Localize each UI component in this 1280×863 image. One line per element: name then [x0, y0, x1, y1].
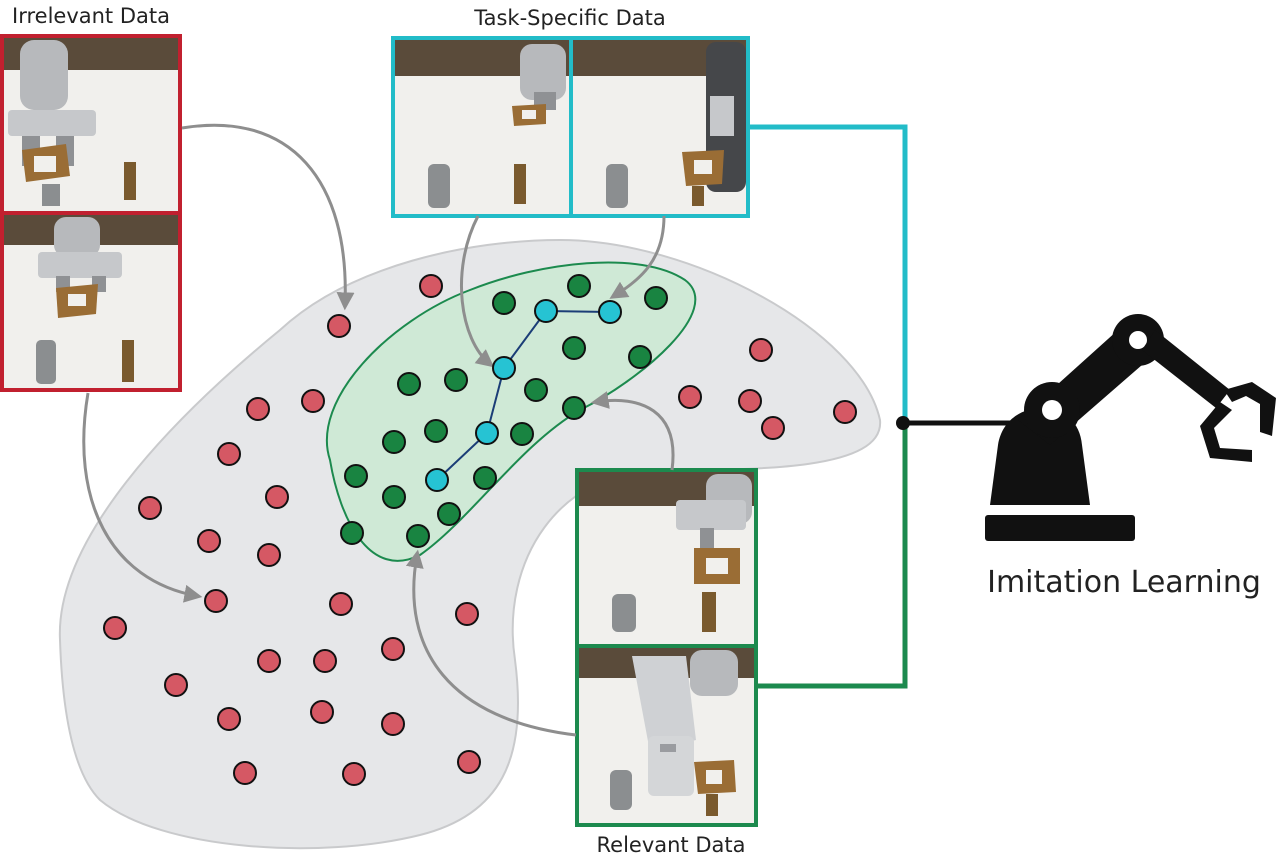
- task-specific-data-panel: [391, 36, 750, 218]
- red-point-6: [678, 385, 702, 409]
- green-point-18: [406, 524, 430, 548]
- red-point-27: [233, 761, 257, 785]
- cyan-point-4: [475, 421, 499, 445]
- imitation-learning-label: Imitation Learning: [987, 565, 1261, 600]
- green-point-6: [397, 372, 421, 396]
- relevant-data-panel: [575, 468, 758, 827]
- irrelevant-data-panel: [0, 34, 182, 392]
- task-specific-image-1: [395, 40, 569, 214]
- red-point-21: [313, 649, 337, 673]
- red-point-11: [265, 485, 289, 509]
- green-point-16: [437, 502, 461, 526]
- red-point-28: [342, 762, 366, 786]
- green-point-10: [382, 430, 406, 454]
- irrelevant-image-1: [4, 38, 178, 211]
- task-specific-points: [425, 299, 622, 492]
- red-point-1: [419, 274, 443, 298]
- red-point-10: [217, 442, 241, 466]
- cyan-point-5: [425, 468, 449, 492]
- red-point-18: [103, 616, 127, 640]
- irrelevant-points: [103, 274, 857, 786]
- cyan-point-2: [598, 300, 622, 324]
- green-point-8: [524, 378, 548, 402]
- green-point-7: [444, 368, 468, 392]
- green-point-11: [424, 419, 448, 443]
- green-point-13: [344, 464, 368, 488]
- red-point-15: [204, 589, 228, 613]
- irrelevant-data-label: Irrelevant Data: [12, 4, 170, 28]
- red-point-13: [197, 529, 221, 553]
- red-point-19: [381, 637, 405, 661]
- red-point-4: [246, 397, 270, 421]
- red-point-25: [381, 712, 405, 736]
- relevant-image-1: [579, 472, 754, 644]
- red-point-8: [833, 400, 857, 424]
- red-point-20: [257, 649, 281, 673]
- red-point-7: [738, 389, 762, 413]
- green-point-3: [644, 286, 668, 310]
- red-point-26: [457, 750, 481, 774]
- task-specific-image-2: [573, 40, 746, 214]
- red-point-22: [164, 673, 188, 697]
- red-point-17: [455, 602, 479, 626]
- red-point-9: [761, 416, 785, 440]
- flow-arrows: [82, 123, 675, 737]
- green-point-12: [510, 422, 534, 446]
- green-point-2: [492, 291, 516, 315]
- green-point-17: [340, 521, 364, 545]
- robot-arm-icon: [985, 314, 1276, 541]
- relevant-data-label: Relevant Data: [597, 833, 746, 857]
- relevant-points: [340, 274, 668, 548]
- connector-lines: [748, 124, 1010, 689]
- red-point-14: [257, 543, 281, 567]
- green-point-14: [382, 485, 406, 509]
- red-point-5: [301, 389, 325, 413]
- green-point-1: [567, 274, 591, 298]
- relevant-image-2: [579, 648, 754, 823]
- cyan-point-3: [492, 356, 516, 380]
- red-point-3: [749, 338, 773, 362]
- red-point-12: [138, 496, 162, 520]
- green-point-5: [628, 345, 652, 369]
- cyan-point-1: [534, 299, 558, 323]
- red-point-23: [310, 700, 334, 724]
- green-point-15: [473, 466, 497, 490]
- red-point-2: [327, 314, 351, 338]
- task-specific-data-label: Task-Specific Data: [473, 6, 665, 30]
- green-point-4: [562, 336, 586, 360]
- green-point-9: [562, 396, 586, 420]
- red-point-24: [217, 707, 241, 731]
- red-point-16: [329, 592, 353, 616]
- irrelevant-image-2: [4, 215, 178, 388]
